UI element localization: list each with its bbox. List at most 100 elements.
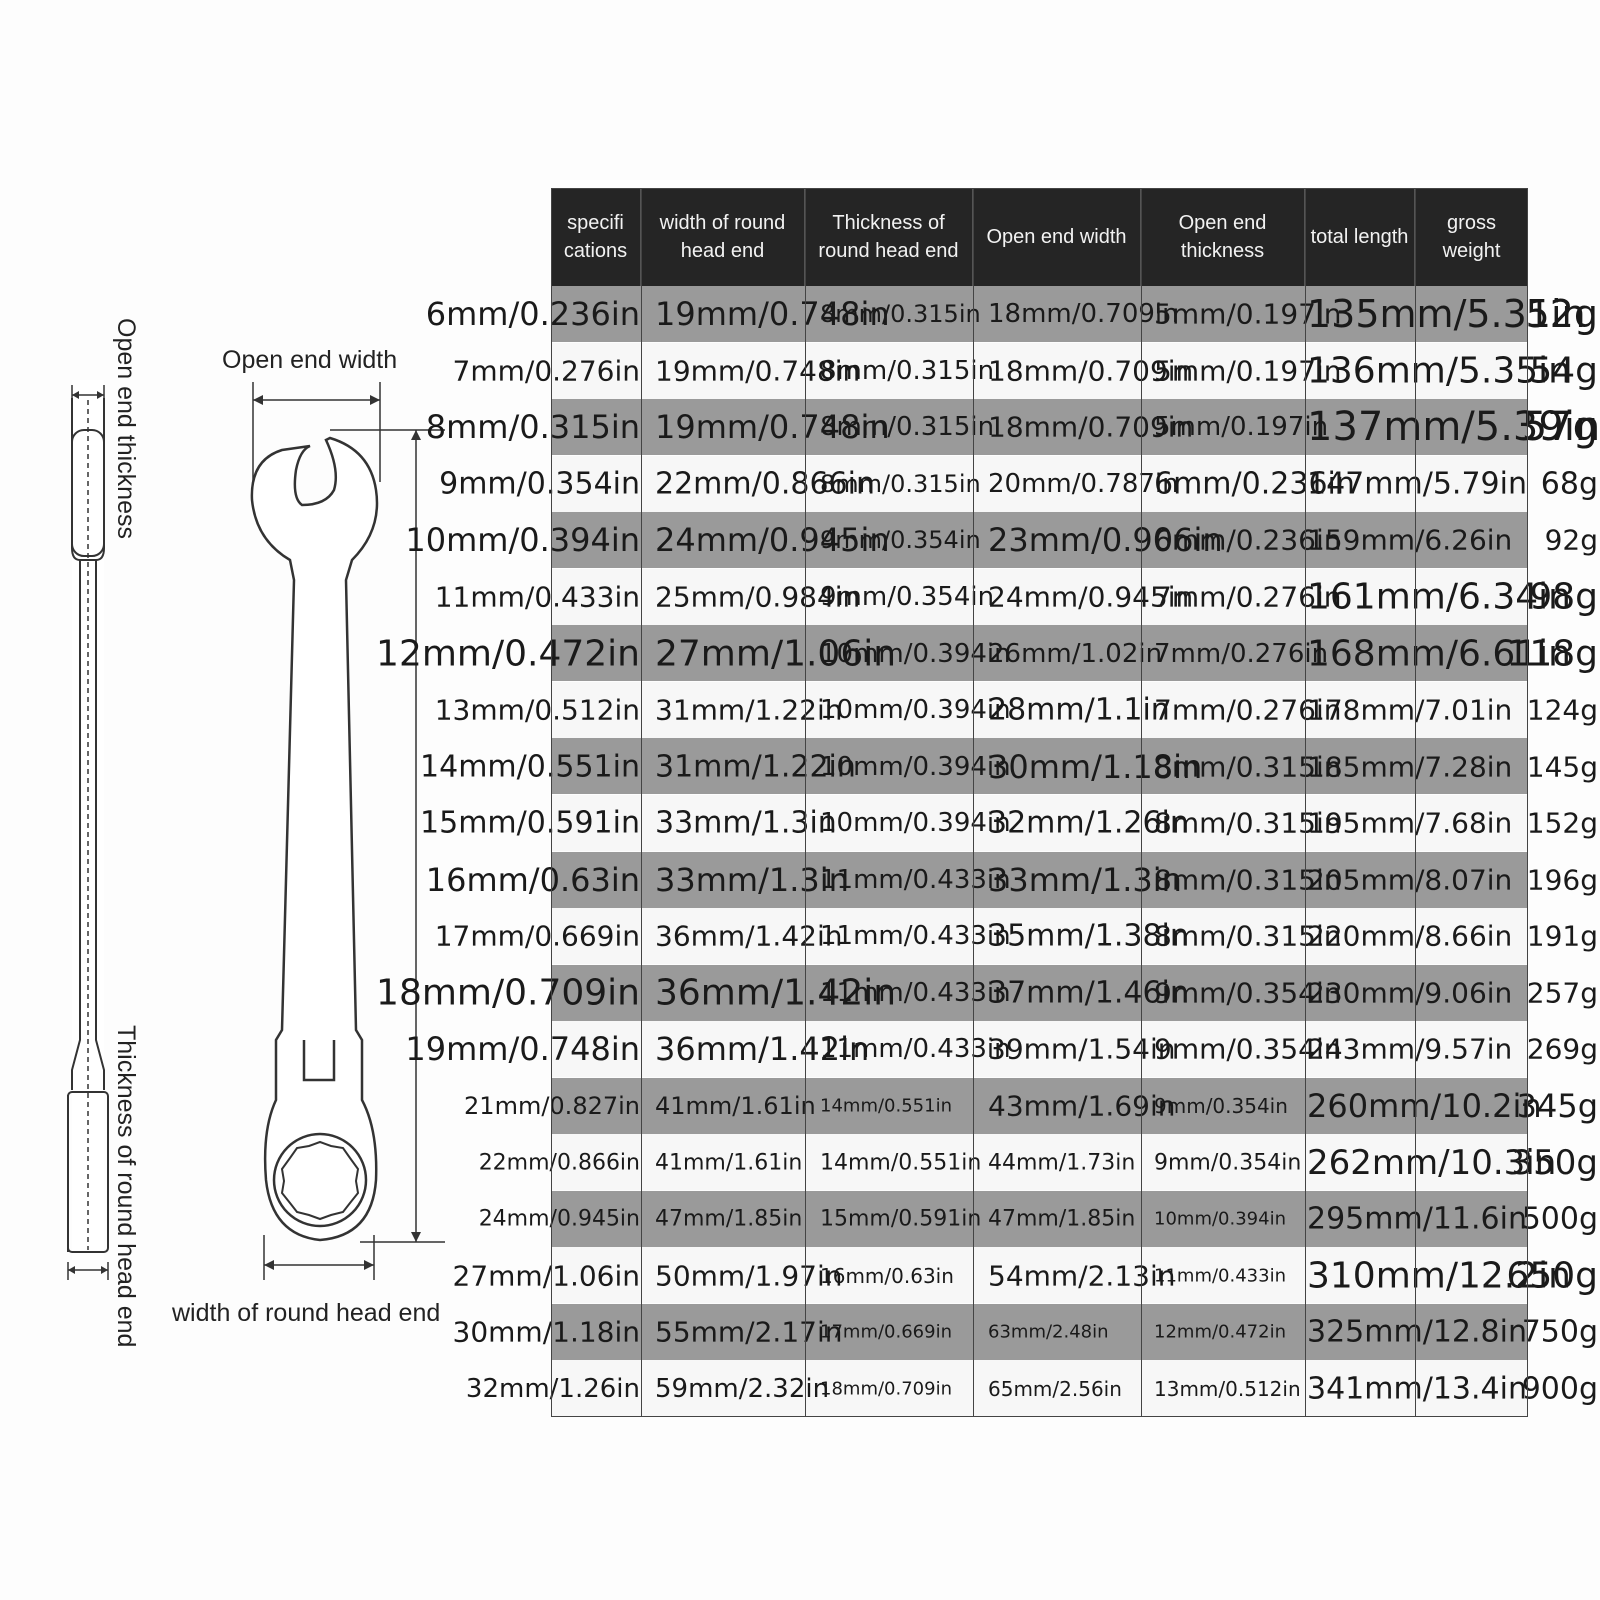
- table-cell-thickness-round-head: 8mm/0.315in: [820, 300, 981, 329]
- column-divider: [1305, 188, 1306, 1417]
- table-cell-gross-weight: 152g: [1526, 806, 1598, 840]
- table-cell-total-length: 325mm/12.8in: [1307, 1314, 1527, 1350]
- table-cell-spec: 24mm/0.945in: [478, 1206, 640, 1232]
- table-row: [551, 512, 1528, 569]
- table-cell-gross-weight: 500g: [1521, 1201, 1598, 1237]
- table-cell-spec: 13mm/0.512in: [434, 693, 640, 727]
- table-cell-total-length: 220mm/8.66in: [1307, 919, 1513, 953]
- header-thickness-round-head: Thickness of round head end: [805, 188, 973, 286]
- table-cell-total-length: 310mm/12.2in: [1307, 1255, 1571, 1297]
- table-cell-width-round-head: 22mm/0.866in: [655, 466, 875, 502]
- table-row: [551, 738, 1528, 795]
- table-row: [551, 681, 1528, 738]
- table-cell-thickness-round-head: 8mm/0.315in: [820, 412, 995, 443]
- table-cell-gross-weight: 145g: [1526, 750, 1598, 784]
- table-cell-thickness-round-head: 9mm/0.354in: [820, 582, 995, 613]
- table-cell-open-end-width: 63mm/2.48in: [988, 1321, 1109, 1343]
- table-row: [551, 851, 1528, 908]
- table-cell-total-length: 243mm/9.57in: [1307, 1032, 1513, 1066]
- table-cell-open-end-thickness: 6mm/0.236in: [1154, 523, 1342, 557]
- table-cell-thickness-round-head: 11mm/0.433in: [820, 1034, 1011, 1065]
- table-cell-gross-weight: 257g: [1526, 976, 1598, 1010]
- table-cell-gross-weight: 269g: [1526, 1032, 1598, 1066]
- table-cell-open-end-thickness: 6mm/0.236in: [1154, 466, 1355, 502]
- table-cell-width-round-head: 31mm/1.22in: [655, 749, 856, 785]
- header-open-end-thickness: Open end thickness: [1141, 188, 1305, 286]
- table-cell-open-end-width: 30mm/1.18in: [988, 747, 1203, 786]
- table-cell-open-end-width: 43mm/1.69in: [988, 1089, 1176, 1123]
- table-cell-open-end-thickness: 5mm/0.197in: [1154, 412, 1329, 443]
- table-cell-total-length: 159mm/6.26in: [1307, 523, 1513, 557]
- table-cell-width-round-head: 33mm/1.3in: [655, 805, 837, 841]
- column-divider: [641, 188, 642, 1417]
- table-row: [551, 286, 1528, 342]
- table-cell-thickness-round-head: 11mm/0.433in: [820, 921, 1011, 952]
- open-end-thickness-label: Open end thickness: [112, 318, 140, 539]
- table-cell-total-length: 168mm/6.61in: [1307, 633, 1571, 675]
- table-cell-open-end-thickness: 9mm/0.354in: [1154, 1032, 1342, 1066]
- table-cell-open-end-thickness: 9mm/0.354in: [1154, 976, 1342, 1010]
- table-cell-gross-weight: 118g: [1506, 633, 1598, 675]
- table-cell-width-round-head: 25mm/0.984in: [655, 580, 861, 614]
- table-cell-width-round-head: 19mm/0.748in: [655, 408, 890, 447]
- table-cell-open-end-thickness: 7mm/0.276in: [1154, 638, 1329, 669]
- table-cell-gross-weight: 57g: [1521, 404, 1598, 451]
- table-cell-open-end-width: 32mm/1.26in: [988, 805, 1189, 841]
- table-cell-thickness-round-head: 16mm/0.63in: [820, 1263, 954, 1288]
- table-cell-total-length: 185mm/7.28in: [1307, 750, 1513, 784]
- table-cell-spec: 32mm/1.26in: [465, 1373, 640, 1404]
- table-cell-thickness-round-head: 15mm/0.591in: [820, 1206, 982, 1232]
- table-row: [551, 1360, 1528, 1417]
- table-cell-gross-weight: 98g: [1529, 576, 1598, 618]
- table-row: [551, 964, 1528, 1021]
- table-cell-spec: 11mm/0.433in: [434, 580, 640, 614]
- table-cell-spec: 15mm/0.591in: [420, 805, 640, 841]
- table-cell-thickness-round-head: 14mm/0.551in: [820, 1095, 952, 1117]
- table-cell-gross-weight: 350g: [1511, 1142, 1598, 1183]
- table-cell-gross-weight: 68g: [1540, 466, 1598, 502]
- table-row: [551, 399, 1528, 456]
- table-cell-width-round-head: 55mm/2.17in: [655, 1315, 843, 1349]
- table-cell-open-end-width: 54mm/2.13in: [988, 1259, 1176, 1293]
- table-cell-total-length: 161mm/6.34in: [1307, 576, 1571, 618]
- table-cell-spec: 7mm/0.276in: [452, 354, 640, 388]
- table-cell-open-end-width: 23mm/0.906in: [988, 521, 1223, 560]
- table-cell-thickness-round-head: 18mm/0.709in: [820, 1378, 952, 1400]
- table-cell-spec: 30mm/1.18in: [452, 1315, 640, 1349]
- table-cell-gross-weight: 92g: [1544, 523, 1598, 557]
- table-cell-width-round-head: 19mm/0.748in: [655, 354, 861, 388]
- column-divider: [973, 188, 974, 1417]
- dimension-lines: [252, 382, 445, 1280]
- table-cell-width-round-head: 41mm/1.61in: [655, 1091, 816, 1120]
- table-cell-open-end-width: 47mm/1.85in: [988, 1206, 1136, 1232]
- table-cell-width-round-head: 41mm/1.61in: [655, 1150, 803, 1176]
- column-divider: [1415, 188, 1416, 1417]
- table-cell-total-length: 136mm/5.35in: [1307, 350, 1571, 392]
- table-cell-spec: 6mm/0.236in: [425, 295, 640, 334]
- table-cell-spec: 10mm/0.394in: [405, 521, 640, 560]
- table-cell-open-end-thickness: 8mm/0.315in: [1154, 806, 1342, 840]
- table-header: specifi cations width of round head end …: [551, 188, 1528, 286]
- table-cell-open-end-width: 28mm/1.1in: [988, 692, 1170, 728]
- column-divider: [1141, 188, 1142, 1417]
- table-cell-spec: 27mm/1.06in: [452, 1259, 640, 1293]
- table-cell-total-length: 137mm/5.39in: [1307, 404, 1600, 451]
- table-cell-gross-weight: 124g: [1526, 693, 1598, 727]
- table-cell-width-round-head: 27mm/1.06in: [655, 633, 897, 675]
- table-cell-width-round-head: 59mm/2.32in: [655, 1373, 830, 1404]
- table-cell-total-length: 205mm/8.07in: [1307, 863, 1513, 897]
- table-border: [551, 188, 1528, 1417]
- table-cell-open-end-thickness: 8mm/0.315in: [1154, 863, 1342, 897]
- table-cell-open-end-width: 35mm/1.38in: [988, 918, 1189, 954]
- table-cell-thickness-round-head: 10mm/0.394in: [820, 638, 1011, 669]
- header-total-length: total length: [1305, 188, 1415, 286]
- table-cell-thickness-round-head: 17mm/0.669in: [820, 1321, 952, 1343]
- table-cell-open-end-thickness: 7mm/0.276in: [1154, 693, 1342, 727]
- table-cell-gross-weight: 900g: [1521, 1371, 1598, 1407]
- table-cell-open-end-width: 39mm/1.54in: [988, 1032, 1176, 1066]
- table-cell-thickness-round-head: 11mm/0.433in: [820, 864, 1011, 895]
- table-row: [551, 625, 1528, 682]
- table-row: [551, 1077, 1528, 1134]
- table-cell-open-end-width: 37mm/1.46in: [988, 975, 1189, 1011]
